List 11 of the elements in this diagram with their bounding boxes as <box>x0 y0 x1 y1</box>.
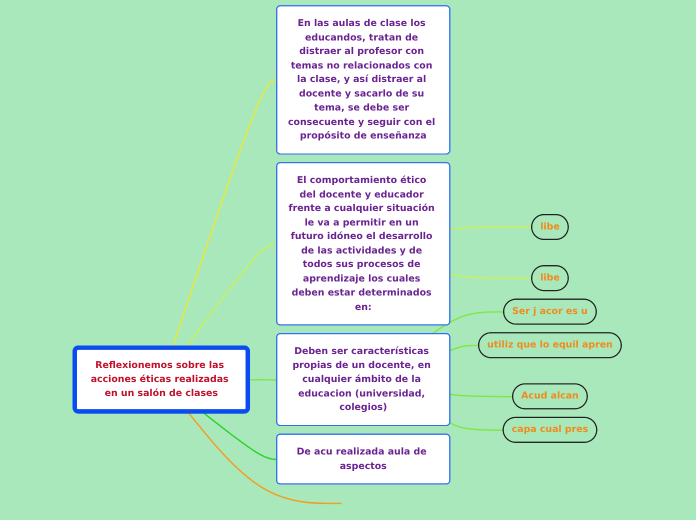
topic-box: El comportamiento ético del docente y educador frente a cualquier situación le va a permitir en un futuro idóneo el desarrollo de las actividades y de todos sus procesos de aprendizaje los cuales deben estar determinados en: <box>276 162 450 326</box>
topic-box: Deben ser características propias de un docente, en cualquier ámbito de la educacion (universidad, colegios) <box>276 333 450 426</box>
subtopic-pill: Acud alcan <box>512 383 588 410</box>
topic-box: En las aulas de clase los educandos, tratan de distraer al profesor con temas no relacionados con la clase, y así distraer al docente y sacarlo de su tema, se debe ser consecuente y seguir con el propósito de enseñanza <box>276 5 450 155</box>
subtopic-pill: libe <box>531 265 569 292</box>
subtopic-pill: utiliz que lo equil apren <box>478 332 622 358</box>
central-topic-box: Reflexionemos sobre las acciones éticas realizadas en un salón de clases <box>72 345 250 414</box>
subtopic-pill: capa cual pres <box>502 416 598 443</box>
subtopic-pill: libe <box>531 214 569 240</box>
topic-box: De acu realizada aula de aspectos <box>276 434 450 484</box>
subtopic-pill: Ser j acor es u <box>503 298 597 325</box>
